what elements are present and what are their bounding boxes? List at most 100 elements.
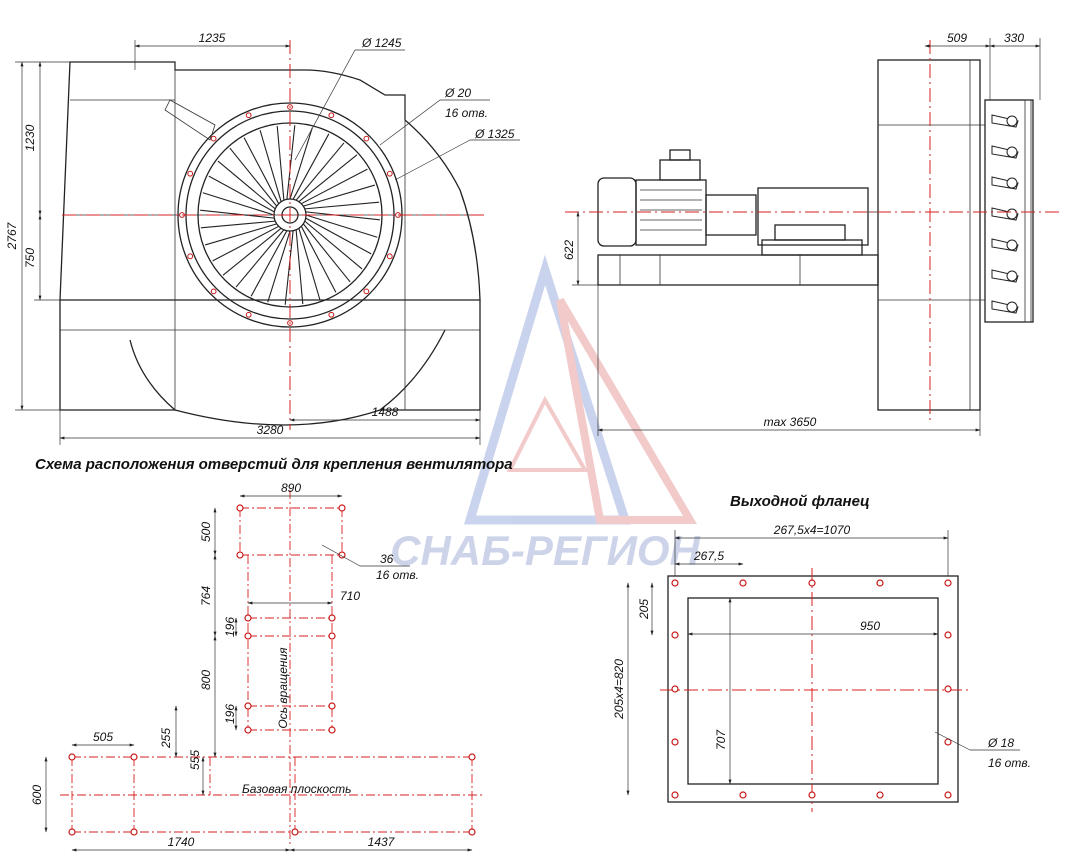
impeller-blade <box>276 125 285 201</box>
holes-16-front: 16 отв. <box>445 106 488 120</box>
mounting-hole <box>328 614 336 622</box>
impeller-blade <box>200 209 275 219</box>
bolt-hole <box>386 253 393 260</box>
foundation-scheme: 890 500 764 800 196 196 710 36 16 отв. О… <box>30 481 485 852</box>
dim-950: 950 <box>860 619 880 633</box>
flange-hole <box>808 791 816 799</box>
axis-label: Ось вращения <box>276 647 290 729</box>
flange-title: Выходной фланец <box>730 493 870 510</box>
bolt-hole <box>363 288 370 295</box>
dim-1235: 1235 <box>199 31 226 45</box>
damper-hub <box>1006 115 1018 127</box>
dim-820: 205x4=820 <box>612 659 626 720</box>
dia-36: 36 <box>380 552 394 566</box>
damper-hub <box>1006 301 1018 313</box>
dim-196-lower: 196 <box>223 704 237 724</box>
impeller-blade <box>286 125 296 200</box>
dim-890: 890 <box>281 481 301 495</box>
dim-1437: 1437 <box>368 835 396 849</box>
dim-1230: 1230 <box>23 124 37 151</box>
dim-1070: 267,5x4=1070 <box>773 523 851 537</box>
mounting-hole <box>328 726 336 734</box>
dim-710: 710 <box>340 589 360 603</box>
dim-600: 600 <box>30 785 44 805</box>
mounting-hole <box>244 726 252 734</box>
damper-hub <box>1006 239 1018 251</box>
impeller-blade <box>300 226 337 293</box>
bolt-hole <box>386 170 393 177</box>
flange-hole <box>739 791 747 799</box>
holes-16-flange: 16 отв. <box>988 756 1031 770</box>
impeller-blade <box>298 228 321 301</box>
flange-hole <box>671 579 679 587</box>
impeller-blade <box>292 133 330 200</box>
dim-500: 500 <box>199 522 213 542</box>
bolt-hole <box>210 288 217 295</box>
impeller-blade <box>267 230 291 303</box>
watermark-logo <box>463 254 698 525</box>
holes-16-foundation: 16 отв. <box>376 568 419 582</box>
mounting-hole <box>68 828 76 836</box>
impeller-blades <box>200 125 380 305</box>
bolt-hole <box>363 135 370 142</box>
flange-hole <box>671 631 679 639</box>
bolt-hole <box>328 311 335 318</box>
mounting-hole <box>236 551 244 559</box>
mounting-hole <box>244 614 252 622</box>
impeller-blade <box>305 211 380 221</box>
flange-hole <box>944 579 952 587</box>
impeller-blade <box>250 230 288 297</box>
mounting-hole <box>244 702 252 710</box>
impeller-blade <box>212 225 279 262</box>
outlet-flange: 267,5x4=1070 267,5 205 205x4=820 950 707… <box>612 523 1031 812</box>
impeller-blade <box>303 184 376 207</box>
dim-3280: 3280 <box>257 423 284 437</box>
impeller-blade <box>229 147 278 207</box>
flange-hole <box>739 579 747 587</box>
dim-509: 509 <box>947 31 967 45</box>
bolt-hole <box>187 170 194 177</box>
dim-1740: 1740 <box>168 835 195 849</box>
impeller-blade <box>208 175 275 213</box>
flange-hole <box>671 685 679 693</box>
impeller-blade <box>298 154 358 203</box>
flange-hole <box>944 631 952 639</box>
dim-255: 255 <box>159 728 173 749</box>
mounting-hole <box>130 828 138 836</box>
damper-hub <box>1006 177 1018 189</box>
impeller-blade <box>295 142 345 201</box>
dim-max-3650: max 3650 <box>764 415 817 429</box>
mounting-hole <box>236 504 244 512</box>
front-view: 1235 Ø 1245 Ø 20 16 отв. Ø 1325 2767 123… <box>5 31 520 445</box>
impeller-blade <box>202 192 275 216</box>
damper-hub <box>1006 208 1018 220</box>
side-view: 509 330 622 max 3650 <box>562 31 1060 436</box>
mounting-hole <box>328 702 336 710</box>
bolt-hole <box>328 112 335 119</box>
bolt-hole <box>245 112 252 119</box>
impeller-blade <box>289 127 313 200</box>
mounting-hole <box>68 753 76 761</box>
impeller-blade <box>284 230 294 305</box>
flange-hole <box>808 579 816 587</box>
dia-1325: Ø 1325 <box>474 127 515 141</box>
impeller-blade <box>295 229 304 305</box>
damper-hub <box>1006 146 1018 158</box>
dim-2767: 2767 <box>5 221 19 250</box>
dim-750: 750 <box>23 248 37 268</box>
impeller-blade <box>222 227 282 276</box>
mounting-hole <box>338 504 346 512</box>
dia-1245: Ø 1245 <box>361 36 402 50</box>
dim-764: 764 <box>199 586 213 606</box>
dim-330: 330 <box>1004 31 1024 45</box>
bolt-hole <box>245 311 252 318</box>
mounting-hole <box>291 828 299 836</box>
dim-555: 555 <box>188 750 202 770</box>
flange-hole <box>944 685 952 693</box>
flange-hole <box>671 738 679 746</box>
impeller-blade <box>235 229 285 288</box>
impeller-blade <box>304 220 363 270</box>
mounting-hole <box>468 828 476 836</box>
dia-18: Ø 18 <box>987 736 1014 750</box>
